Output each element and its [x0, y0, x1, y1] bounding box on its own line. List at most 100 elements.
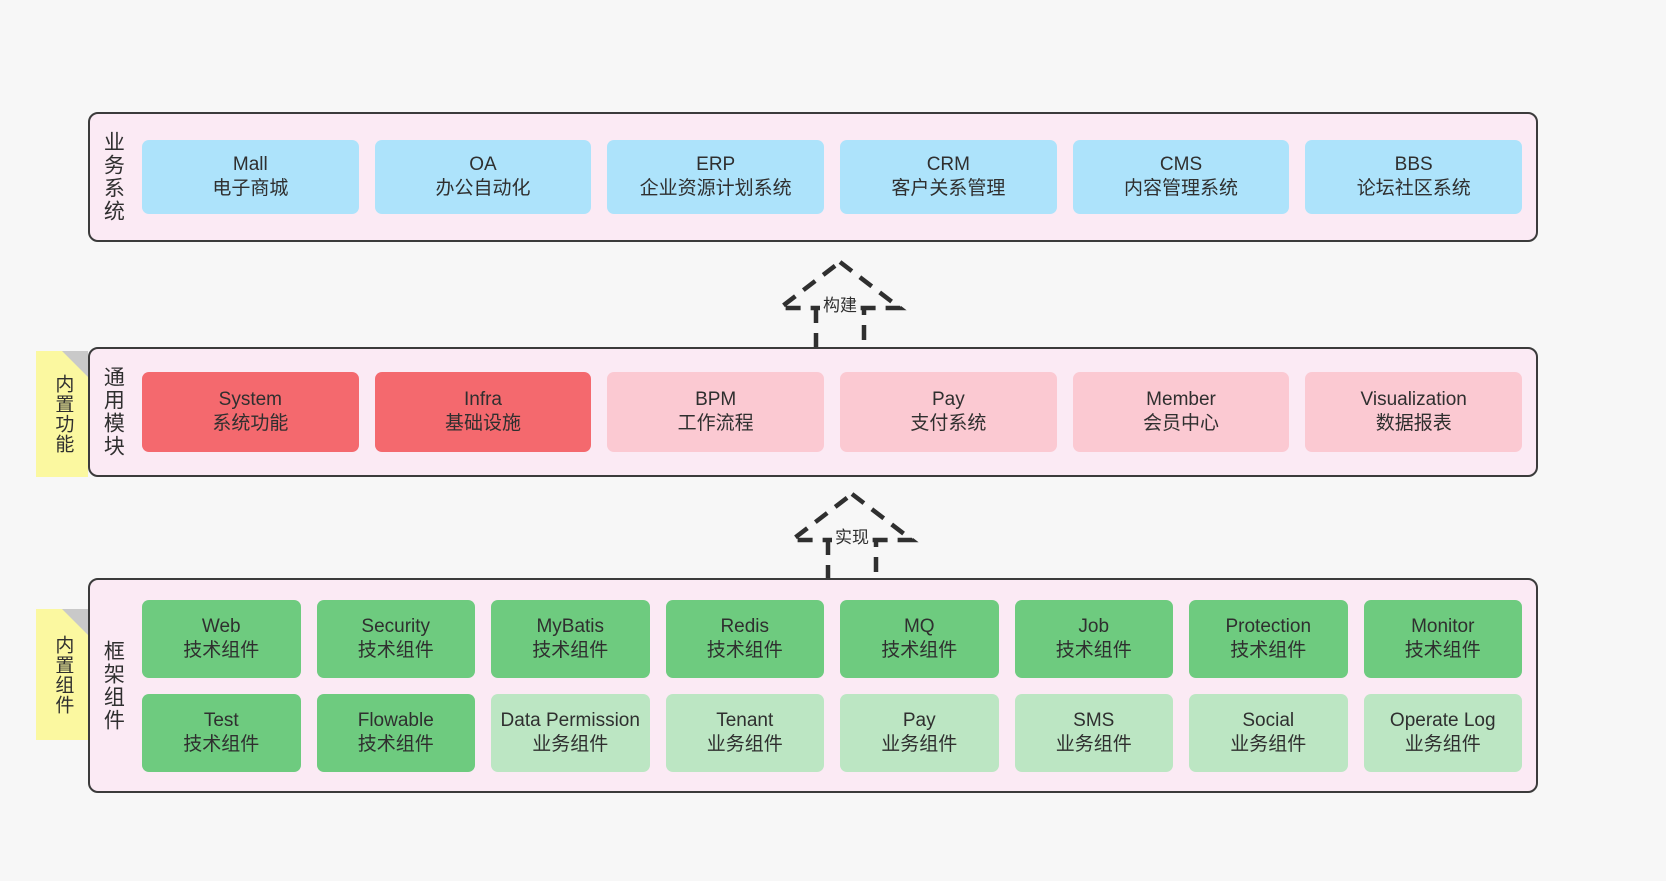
card-title-en: Redis	[720, 615, 770, 637]
card-visualization[interactable]: Visualization 数据报表	[1305, 372, 1523, 452]
card-title-cn: 业务组件	[1230, 733, 1307, 755]
card-title-en: Job	[1078, 615, 1110, 637]
card-title-cn: 技术组件	[183, 639, 260, 661]
card-oa[interactable]: OA 办公自动化	[374, 140, 592, 214]
layer-general-module: 通用模块 System 系统功能 Infra 基础设施 BPM 工作流程 Pay…	[88, 347, 1538, 477]
card-title-cn: 技术组件	[183, 733, 260, 755]
card-title-cn: 业务组件	[706, 733, 783, 755]
card-title-cn: 论坛社区系统	[1356, 178, 1471, 199]
card-title-cn: 技术组件	[706, 639, 783, 661]
card-row: System 系统功能 Infra 基础设施 BPM 工作流程 Pay 支付系统…	[142, 372, 1523, 452]
card-mall[interactable]: Mall 电子商城	[142, 140, 359, 214]
note-fold-corner-icon	[62, 609, 88, 635]
card-title-cn: 技术组件	[881, 639, 958, 661]
card-title-en: Operate Log	[1389, 709, 1496, 731]
card-title-en: Data Permission	[500, 709, 640, 731]
card-title-cn: 业务组件	[1404, 733, 1481, 755]
card-title-cn: 业务组件	[1055, 733, 1132, 755]
connector-label-build: 构建	[820, 291, 860, 316]
card-flowable[interactable]: Flowable 技术组件	[316, 693, 475, 772]
card-mybatis[interactable]: MyBatis 技术组件	[491, 599, 650, 678]
card-crm[interactable]: CRM 客户关系管理	[840, 140, 1057, 214]
card-title-en: Protection	[1225, 615, 1312, 637]
card-title-en: Tenant	[716, 709, 774, 731]
card-data-permission[interactable]: Data Permission 业务组件	[491, 693, 650, 772]
card-title-cn: 会员中心	[1143, 413, 1220, 434]
card-title-cn: 内容管理系统	[1124, 178, 1239, 199]
note-builtin-component: 内置组件	[36, 609, 88, 740]
card-title-en: MQ	[903, 615, 935, 637]
card-title-en: MyBatis	[536, 615, 605, 637]
layer-title-business-system: 业务系统	[101, 131, 125, 223]
card-title-cn: 业务组件	[532, 733, 609, 755]
card-security[interactable]: Security 技术组件	[316, 599, 475, 678]
card-title-cn: 技术组件	[357, 639, 434, 661]
layer-body-framework-component: Web 技术组件 Security 技术组件 MyBatis 技术组件 Redi…	[134, 580, 1536, 791]
card-title-cn: 电子商城	[212, 178, 289, 199]
card-title-cn: 企业资源计划系统	[639, 178, 792, 199]
note-label: 内置组件	[52, 634, 74, 715]
card-title-en: OA	[469, 154, 497, 176]
card-pay-component[interactable]: Pay 业务组件	[840, 693, 999, 772]
card-title-cn: 数据报表	[1375, 413, 1452, 434]
note-fold-corner-icon	[62, 351, 88, 377]
card-title-en: ERP	[696, 154, 736, 176]
card-title-en: CRM	[926, 154, 970, 176]
card-cms[interactable]: CMS 内容管理系统	[1072, 140, 1290, 214]
card-social[interactable]: Social 业务组件	[1189, 693, 1348, 772]
card-title-en: System	[218, 389, 283, 411]
card-system[interactable]: System 系统功能	[142, 372, 359, 452]
card-monitor[interactable]: Monitor 技术组件	[1363, 599, 1522, 678]
card-title-en: Flowable	[357, 709, 434, 731]
layer-body-business-system: Mall 电子商城 OA 办公自动化 ERP 企业资源计划系统 CRM 客户关系…	[134, 114, 1536, 240]
card-pay[interactable]: Pay 支付系统	[840, 372, 1057, 452]
note-builtin-function: 内置功能	[36, 351, 88, 477]
note-label: 内置功能	[52, 374, 74, 454]
card-title-cn: 支付系统	[910, 413, 987, 434]
card-mq[interactable]: MQ 技术组件	[840, 599, 999, 678]
card-bpm[interactable]: BPM 工作流程	[607, 372, 825, 452]
card-title-cn: 技术组件	[1404, 639, 1481, 661]
card-title-en: Visualization	[1360, 389, 1467, 411]
card-redis[interactable]: Redis 技术组件	[665, 599, 824, 678]
card-title-en: Pay	[902, 709, 936, 731]
card-title-en: Test	[203, 709, 239, 731]
card-web[interactable]: Web 技术组件	[142, 599, 301, 678]
layer-body-general-module: System 系统功能 Infra 基础设施 BPM 工作流程 Pay 支付系统…	[134, 349, 1536, 475]
card-title-cn: 基础设施	[445, 413, 522, 434]
card-title-en: Web	[201, 615, 241, 637]
card-title-cn: 技术组件	[357, 733, 434, 755]
card-operate-log[interactable]: Operate Log 业务组件	[1363, 693, 1522, 772]
card-title-en: CMS	[1159, 154, 1203, 176]
card-title-cn: 技术组件	[1230, 639, 1307, 661]
layer-title-general-module: 通用模块	[101, 366, 125, 458]
card-test[interactable]: Test 技术组件	[142, 693, 301, 772]
card-member[interactable]: Member 会员中心	[1072, 372, 1290, 452]
card-title-en: Mall	[232, 154, 268, 176]
card-title-en: Infra	[463, 389, 503, 411]
card-row: Mall 电子商城 OA 办公自动化 ERP 企业资源计划系统 CRM 客户关系…	[142, 140, 1523, 214]
layer-framework-component: 框架组件 Web 技术组件 Security 技术组件 MyBatis 技术组件…	[88, 578, 1538, 793]
card-title-cn: 技术组件	[1055, 639, 1132, 661]
card-title-en: Security	[361, 615, 431, 637]
card-title-en: Member	[1146, 389, 1216, 411]
card-title-en: Monitor	[1411, 615, 1475, 637]
card-erp[interactable]: ERP 企业资源计划系统	[607, 140, 825, 214]
card-row: Web 技术组件 Security 技术组件 MyBatis 技术组件 Redi…	[142, 599, 1522, 678]
card-job[interactable]: Job 技术组件	[1014, 599, 1173, 678]
card-title-en: Social	[1242, 709, 1295, 731]
connector-build: 构建	[760, 258, 920, 353]
layer-title-framework-component: 框架组件	[101, 639, 125, 732]
card-bbs[interactable]: BBS 论坛社区系统	[1305, 140, 1523, 214]
card-title-en: SMS	[1073, 709, 1115, 731]
card-row: Test 技术组件 Flowable 技术组件 Data Permission …	[142, 693, 1522, 772]
card-infra[interactable]: Infra 基础设施	[374, 372, 592, 452]
card-sms[interactable]: SMS 业务组件	[1014, 693, 1173, 772]
card-title-en: BBS	[1394, 154, 1433, 176]
card-tenant[interactable]: Tenant 业务组件	[665, 693, 824, 772]
card-protection[interactable]: Protection 技术组件	[1189, 599, 1348, 678]
connector-realize: 实现	[772, 490, 932, 585]
connector-label-realize: 实现	[832, 523, 872, 548]
card-title-cn: 业务组件	[881, 733, 958, 755]
